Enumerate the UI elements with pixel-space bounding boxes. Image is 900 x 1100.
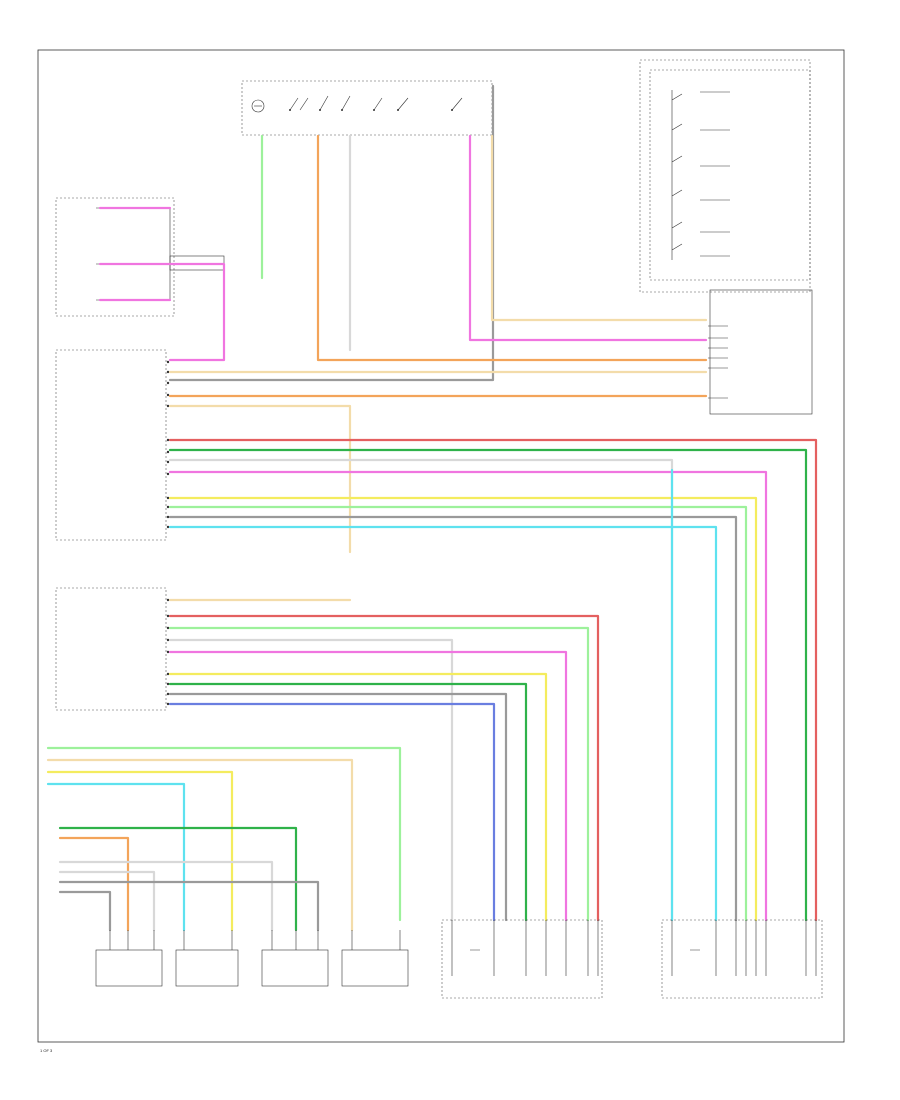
wire-ltgrn-rf — [168, 626, 590, 922]
instrument-panel-connectors — [55, 197, 225, 317]
right-mirror — [441, 919, 603, 999]
diagram-border — [37, 49, 845, 1043]
wire-ltblu-lf — [168, 525, 718, 922]
wire-tan-switch — [490, 134, 708, 322]
wire-ltgrn-low — [46, 746, 402, 922]
sensor-4 — [341, 949, 409, 987]
wire-ltgrn-lf — [168, 505, 748, 922]
wire-yellow-rf — [168, 672, 548, 922]
wire-gray-lf — [168, 515, 738, 922]
wire-red-lf — [168, 438, 818, 922]
left-front-module — [55, 349, 170, 541]
wire-dkgrn-lf — [168, 448, 808, 922]
footer-code: 1 OF 3 — [40, 1048, 53, 1053]
wire-tan-low — [46, 758, 354, 932]
sensor-3 — [261, 949, 329, 987]
mirror-motors — [441, 919, 823, 999]
wire-tan-bus2 — [168, 404, 352, 554]
wire-orange-switch — [316, 134, 708, 362]
wire-pink-rf — [168, 650, 568, 922]
wire-white-low2 — [58, 870, 156, 932]
right-front-module — [55, 587, 170, 711]
wire-white-rf — [168, 638, 454, 922]
wire-red-rf — [168, 614, 600, 922]
wire-harness — [46, 84, 818, 932]
wire-pink-ip — [98, 262, 226, 362]
wire-dkblu-rf — [168, 702, 496, 922]
sensor-1 — [95, 949, 163, 987]
wire-gray-rf — [168, 692, 508, 922]
wire-gray-switch — [168, 84, 495, 382]
wire-pink-lf — [168, 470, 768, 922]
wire-dkgrn-rf — [168, 682, 528, 922]
bottom-sensors — [95, 930, 409, 987]
wire-white-lf — [168, 458, 674, 922]
wire-gray-low1 — [58, 880, 320, 932]
left-mirror — [661, 919, 823, 999]
wire-pink-ip2 — [98, 206, 172, 302]
sensor-2 — [175, 949, 239, 987]
headlamp-switch-assembly — [241, 80, 493, 136]
wire-yellow-low — [46, 770, 234, 932]
wire-ltblu-low — [46, 782, 186, 932]
wire-pink-switch — [468, 134, 708, 342]
wire-gray-low2 — [58, 890, 112, 932]
wire-orange-low — [58, 836, 130, 932]
wire-white-low1 — [58, 860, 274, 932]
wire-yellow-lf — [168, 496, 758, 922]
wire-dkgrn-low — [58, 826, 298, 932]
mirror-switch-assembly — [639, 59, 813, 415]
